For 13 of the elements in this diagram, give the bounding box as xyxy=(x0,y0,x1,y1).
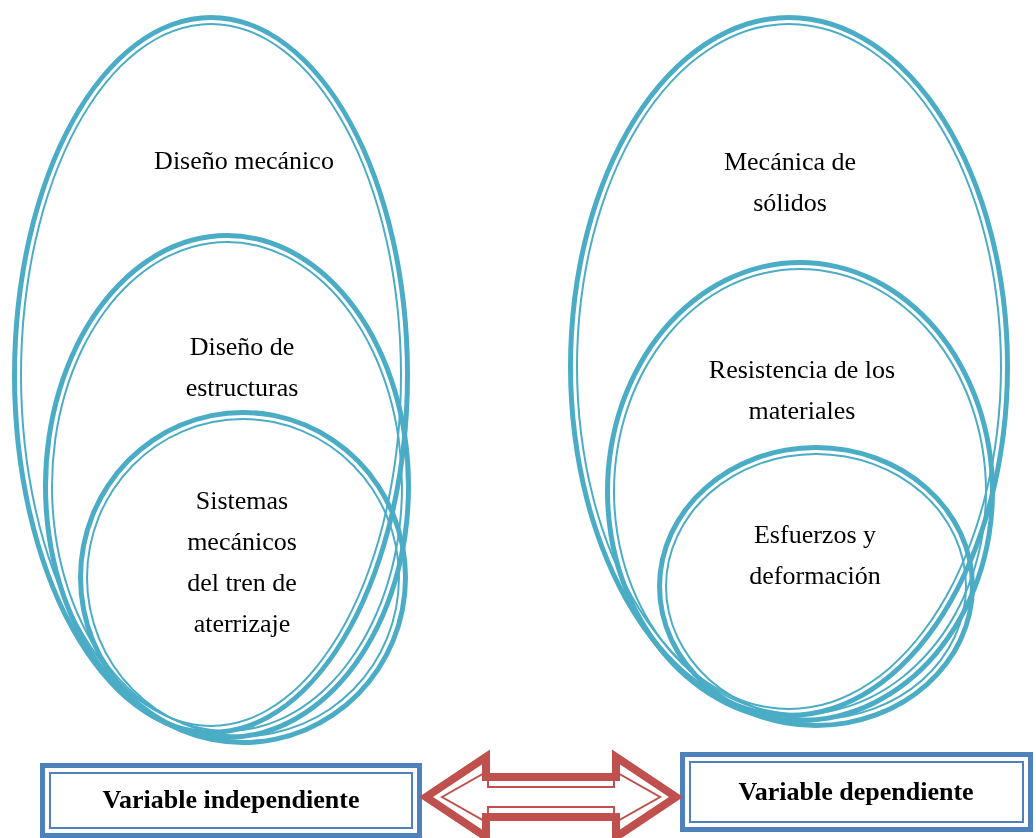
variable-label: Variable independiente xyxy=(101,785,361,815)
ellipse-label: Resistencia de los materiales xyxy=(707,354,897,427)
ellipse-label: Esfuerzos y deformación xyxy=(748,519,882,592)
variable-box xyxy=(680,752,1033,832)
ellipse-label: Mecánica de sólidos xyxy=(722,146,858,219)
ellipse-label: Diseño mecánico xyxy=(153,144,335,177)
double-arrow xyxy=(418,749,684,838)
ellipse-label: Sistemas mecánicos del tren de aterrizaje xyxy=(186,485,298,640)
variable-label: Variable dependiente xyxy=(737,777,975,807)
variable-box xyxy=(40,763,422,838)
nested-ellipse xyxy=(78,410,408,745)
ellipse-label: Diseño de estructuras xyxy=(184,331,300,404)
nested-ellipse xyxy=(657,445,975,728)
